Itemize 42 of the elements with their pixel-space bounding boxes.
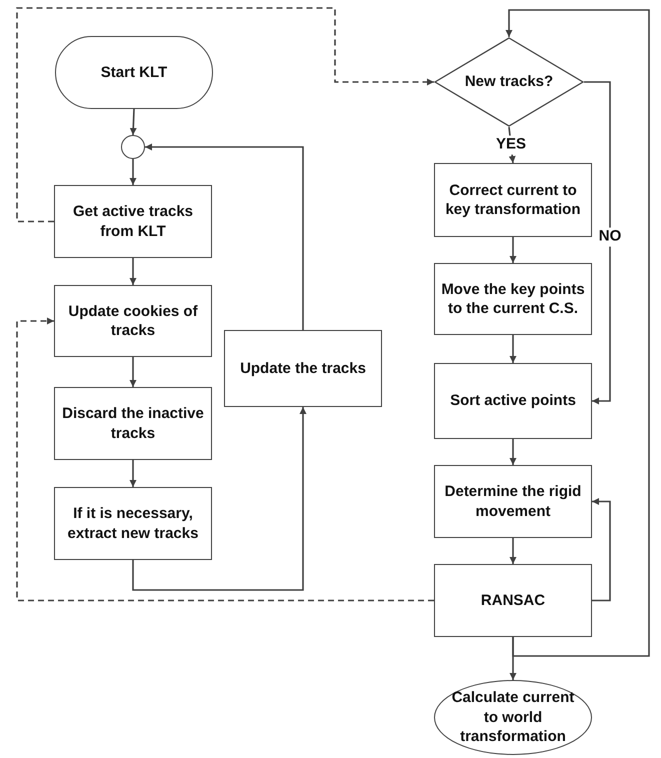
node-text: If it is necessary, extract new tracks bbox=[66, 504, 200, 543]
process-box bbox=[434, 163, 592, 237]
process-box bbox=[54, 185, 212, 258]
arrow bbox=[592, 498, 611, 602]
decision-diamond bbox=[434, 37, 584, 127]
node-text: Get active tracks from KLT bbox=[72, 202, 194, 241]
arrow bbox=[510, 237, 516, 263]
node-text: Move the key points to the current C.S. bbox=[440, 280, 586, 318]
arrow bbox=[510, 538, 516, 564]
node-text: Update cookies of tracks bbox=[67, 302, 199, 340]
process-box bbox=[224, 330, 382, 407]
node-text: Calculate current to world transformation bbox=[451, 688, 575, 747]
process-box bbox=[54, 387, 212, 460]
arrow bbox=[130, 460, 136, 487]
node-text: Start KLT bbox=[100, 62, 168, 82]
node-text: RANSAC bbox=[480, 590, 546, 610]
node-text: Correct current to key transformation bbox=[444, 180, 582, 220]
edge-label: NO bbox=[596, 228, 624, 246]
arrow bbox=[130, 258, 136, 285]
arrow bbox=[506, 9, 650, 657]
node-text: New tracks? bbox=[464, 72, 554, 92]
process-box bbox=[434, 363, 592, 439]
process-box bbox=[434, 564, 592, 637]
process-box bbox=[54, 285, 212, 357]
process-box bbox=[434, 263, 592, 335]
arrow bbox=[132, 407, 306, 591]
arrow bbox=[130, 159, 136, 185]
arrow bbox=[130, 357, 136, 387]
node-text: Update the tracks bbox=[240, 358, 366, 378]
arrow bbox=[510, 335, 516, 363]
edge-label: YES bbox=[494, 136, 528, 154]
arrow bbox=[510, 439, 516, 465]
arrow bbox=[584, 81, 611, 404]
arrow bbox=[16, 7, 434, 222]
arrow bbox=[16, 318, 434, 602]
node-text: Discard the inactive tracks bbox=[61, 404, 205, 443]
arrow bbox=[145, 144, 304, 330]
node-text: Determine the rigid movement bbox=[444, 482, 582, 521]
process-box bbox=[54, 487, 212, 560]
node-text: Sort active points bbox=[450, 391, 576, 411]
process-box bbox=[434, 465, 592, 538]
arrow bbox=[130, 108, 137, 136]
